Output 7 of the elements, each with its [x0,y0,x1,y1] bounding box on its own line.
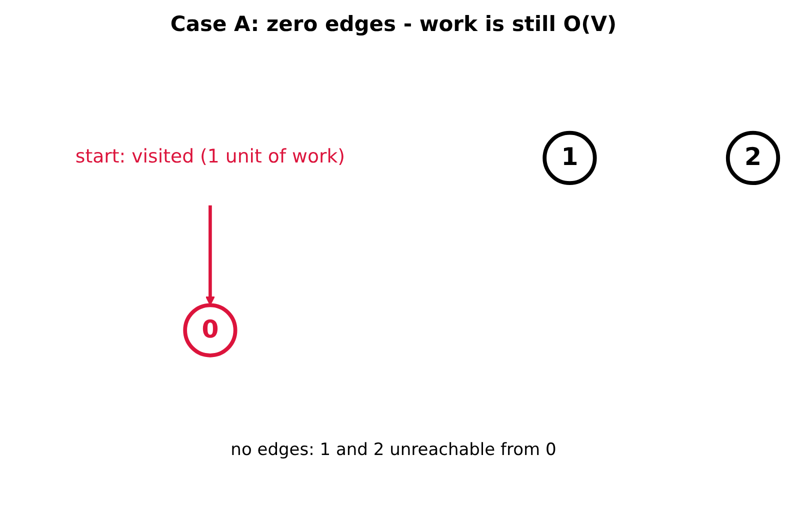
diagram-title: Case A: zero edges - work is still O(V) [170,12,617,36]
node-text: start: visited (1 unit of work) [75,146,346,168]
arrow [205,205,216,306]
node-circle: 2 [726,130,780,186]
node-circle: 0 [183,303,238,358]
node-circle: 1 [542,130,597,186]
note-text: no edges: 1 and 2 unreachable from 0 [230,440,556,460]
